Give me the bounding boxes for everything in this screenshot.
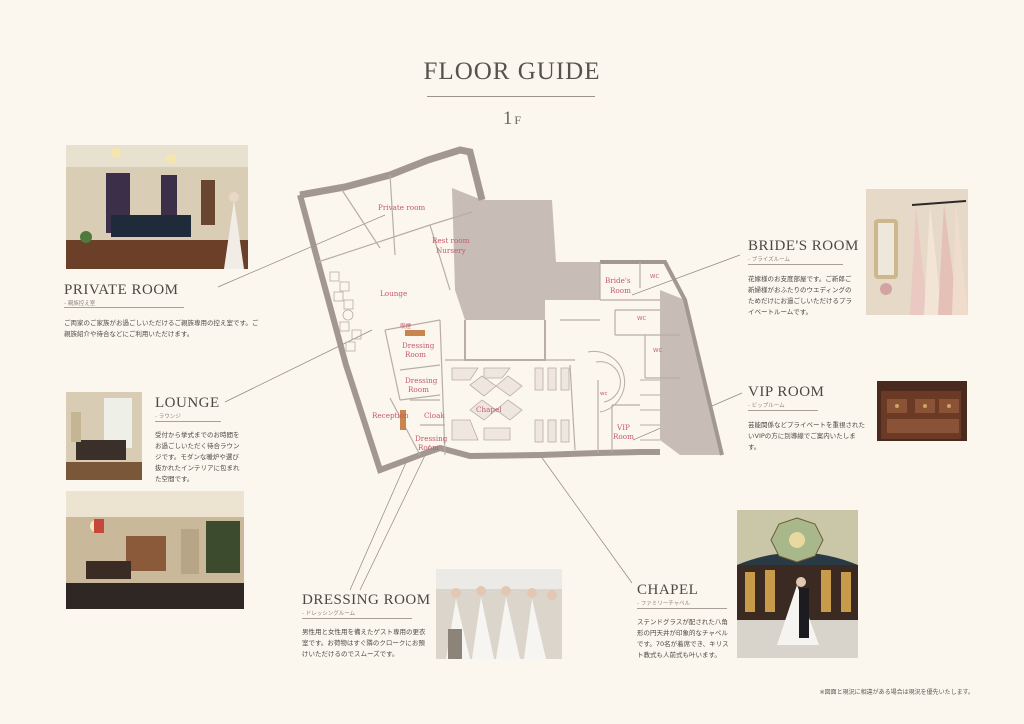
label-lounge: Lounge <box>380 289 407 298</box>
label-wc-3: WC <box>653 348 662 354</box>
chapel-description: ステンドグラスが配された八角形の円天井が印象的なチャペルです。70名が着席でき、… <box>637 618 729 659</box>
label-cloak: Cloak <box>424 411 445 420</box>
private-room-divider <box>64 307 184 308</box>
chapel-subtitle: - ファミリーチャペル <box>637 601 691 607</box>
vip-room-description: 芸能関係などプライベートを重視されたいVIPの方に別導線でご案内いたします。 <box>748 421 865 451</box>
brides-room-divider <box>748 264 843 265</box>
floor-number: 1 <box>502 108 513 129</box>
private-room-title: PRIVATE ROOM <box>64 282 179 298</box>
vip-room-subtitle: - ビップルーム <box>748 403 785 409</box>
label-vip-2: Room <box>613 432 634 441</box>
east-block <box>660 290 722 455</box>
dressing-room-divider <box>302 618 412 619</box>
brides-room-subtitle: - ブライズルーム <box>748 257 790 263</box>
label-pantry: 喫煙 <box>400 322 412 330</box>
photo-dressing-room <box>436 569 562 659</box>
label-wc-4: wc <box>600 391 608 397</box>
wall-nub <box>464 320 546 361</box>
photo-chapel <box>737 510 858 658</box>
label-chapel: Chapel <box>476 405 502 414</box>
brides-room-description: 花嫁様のお支度部屋です。ご新郎ご新婦様がおふたりのウエディングのためだけにお過ご… <box>748 275 852 316</box>
floor-suffix: F <box>514 113 522 127</box>
photo-lounge-2 <box>66 491 244 609</box>
east-wall <box>600 260 724 456</box>
vip-room-divider <box>748 410 818 411</box>
label-dressing-c1: Dressing <box>415 434 448 443</box>
label-wc-1: WC <box>650 274 659 280</box>
label-dressing-b2: Room <box>408 385 429 394</box>
photo-lounge-1 <box>66 392 142 480</box>
title-divider <box>427 96 595 97</box>
outer-wall <box>299 146 486 201</box>
dressing-room-subtitle: - ドレッシングルーム <box>302 611 356 617</box>
dressing-room-description: 男性用と女性用を備えたゲスト専用の更衣室です。お荷物はすぐ隣のクロークにお預けい… <box>302 628 426 658</box>
chapel-pews <box>451 367 570 443</box>
footnote: ※図面と現況に相違がある場合は現況を優先いたします。 <box>819 689 974 696</box>
dress-rack-icon <box>910 200 968 315</box>
label-brides-1: Bride's <box>605 276 631 285</box>
pantry-counter <box>405 330 425 336</box>
private-room-description: ご両家のご家族がお過ごしいただけるご親族専用の控え室です。ご親族紹介や待合などに… <box>64 319 259 338</box>
leader-dressing-2 <box>359 444 431 591</box>
leader-brides <box>631 254 741 296</box>
dome-icon <box>737 510 858 565</box>
label-dressing-a1: Dressing <box>402 341 435 350</box>
dressing-room-title: DRESSING ROOM <box>302 592 431 608</box>
service-block <box>452 188 600 320</box>
chapel-divider <box>637 608 727 609</box>
label-nursery: Nursery <box>436 246 467 255</box>
vip-room-title: VIP ROOM <box>748 384 825 400</box>
lounge-title: LOUNGE <box>155 395 220 411</box>
label-reception: Reception <box>372 411 409 420</box>
chapel-title: CHAPEL <box>637 582 699 598</box>
lounge-subtitle: - ラウンジ <box>155 414 181 420</box>
private-room-subtitle: - 親族控え室 <box>64 301 96 307</box>
chandelier-icon <box>111 148 176 164</box>
leader-dressing-1 <box>349 457 409 591</box>
photo-brides-room <box>866 189 968 315</box>
label-wc-2: WC <box>637 316 646 322</box>
label-rest-room: Rest room <box>432 236 470 245</box>
brides-room-title: BRIDE'S ROOM <box>748 238 859 254</box>
lounge-furniture <box>329 271 362 352</box>
label-dressing-b1: Dressing <box>405 376 438 385</box>
lounge-description: 受付から挙式までのお時間をお過ごしいただく待合ラウンジです。モダンな暖炉や選び抜… <box>155 431 240 483</box>
photo-private-room <box>66 145 248 269</box>
lounge-divider <box>155 421 221 422</box>
leader-chapel <box>539 454 633 584</box>
label-dressing-c2: Room <box>418 443 439 452</box>
label-dressing-a2: Room <box>405 350 426 359</box>
label-private-room: Private room <box>378 203 425 212</box>
leader-private <box>217 214 386 288</box>
reception-desk <box>400 410 406 430</box>
west-wall <box>297 194 660 474</box>
page-title: FLOOR GUIDE <box>423 58 601 85</box>
photo-vip-room <box>877 381 967 441</box>
spiral-staircase <box>587 350 660 441</box>
label-vip-1: VIP <box>616 423 630 432</box>
mirror-icon <box>874 219 898 279</box>
label-brides-2: Room <box>610 286 631 295</box>
